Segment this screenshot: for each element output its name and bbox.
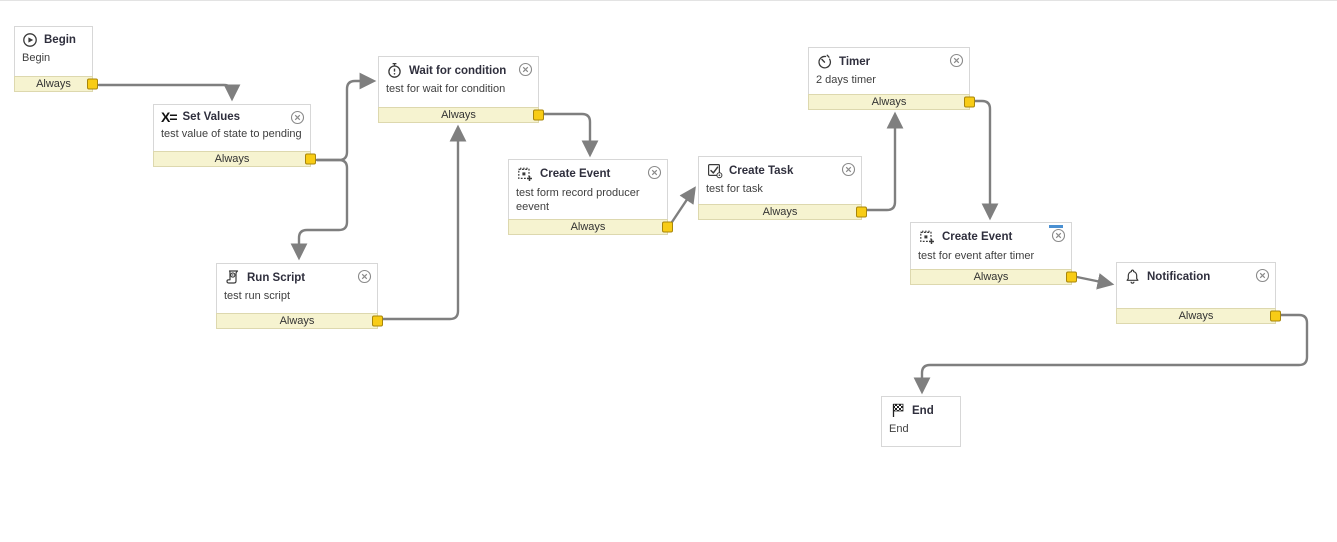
node-run-script[interactable]: Run Script test run script Always [216,263,383,329]
node-title: Begin [44,34,76,46]
transition-label: Always [279,315,315,327]
node-timer[interactable]: Timer 2 days timer Always [808,47,975,110]
node-create-task[interactable]: Create Task test for task Always [698,156,867,220]
delete-icon [949,53,964,68]
node-title: Timer [839,55,871,68]
delete-node-button[interactable] [290,110,305,125]
node-description: Begin [22,52,51,64]
connector-timer-to-create-event-2[interactable] [971,99,999,221]
calendar-plus-icon [516,165,534,183]
node-create-event-2[interactable]: Create Event test for event after timer … [910,222,1077,285]
transition-bar[interactable]: Always [1116,308,1281,324]
connector-begin-to-set-values[interactable] [97,83,241,102]
x-equals-icon: X= [161,109,177,125]
transition-bar[interactable]: Always [14,76,98,92]
delete-node-button[interactable] [1255,268,1270,283]
transition-output-port[interactable] [662,221,673,233]
transition-label: Always [36,78,71,90]
connector-create-event-2-to-notification[interactable] [1070,273,1115,290]
delete-icon [290,110,305,125]
node-notification[interactable]: Notification Always [1116,262,1281,324]
transition-output-port[interactable] [372,315,383,327]
node-title: Set Values [182,111,241,123]
transition-label: Always [762,206,798,218]
bell-icon [1124,268,1141,285]
transition-bar[interactable]: Always [153,151,316,167]
node-title: Notification [1147,270,1211,283]
node-description: test value of state to pending [161,128,302,140]
stopwatch-icon [386,62,403,79]
node-title: Create Event [540,168,611,180]
transition-bar[interactable]: Always [378,107,544,123]
calendar-plus-icon [918,228,936,246]
node-create-event-1[interactable]: Create Event test form record producer e… [508,159,673,235]
play-circle-icon [22,32,38,48]
transition-label: Always [871,96,907,108]
node-set-values[interactable]: X= Set Values test value of state to pen… [153,104,316,167]
node-description: End [889,423,909,435]
timer-clock-icon [816,53,833,70]
transition-output-port[interactable] [856,206,867,218]
selection-mark [1049,225,1063,228]
connector-notification-to-end[interactable] [913,313,1309,395]
transition-bar[interactable]: Always [910,269,1077,285]
connector-set-values-to-wait-for-condition[interactable] [315,72,377,162]
delete-node-button[interactable] [518,62,533,77]
delete-icon [1051,228,1066,243]
delete-icon [357,269,372,284]
transition-output-port[interactable] [87,78,98,90]
connector-set-values-to-run-script[interactable] [290,158,349,261]
connector-create-task-to-timer[interactable] [864,111,904,212]
delete-node-button[interactable] [841,162,856,177]
checkered-flag-icon [889,402,906,419]
transition-output-port[interactable] [533,109,544,121]
script-scroll-icon [224,269,241,286]
delete-icon [841,162,856,177]
connector-wait-for-condition-to-create-event-1[interactable] [541,112,599,158]
node-description [1117,287,1275,291]
node-title: Create Event [942,231,1013,243]
transition-label: Always [570,221,606,233]
transition-label: Always [973,271,1009,283]
node-title: Wait for condition [409,64,507,77]
node-title: Run Script [247,271,306,284]
transition-bar[interactable]: Always [216,313,383,329]
delete-icon [518,62,533,77]
connector-create-event-1-to-create-task[interactable] [670,186,696,224]
node-wait-for-condition[interactable]: Wait for condition test for wait for con… [378,56,544,123]
node-begin[interactable]: Begin Begin Always [14,26,98,92]
delete-icon [1255,268,1270,283]
delete-icon [647,165,662,180]
task-check-icon [706,162,723,179]
delete-node-button[interactable] [949,53,964,68]
node-title: End [912,404,934,417]
transition-output-port[interactable] [1270,310,1281,322]
connector-run-script-to-wait-for-condition[interactable] [377,124,467,321]
transition-output-port[interactable] [305,153,316,165]
node-end[interactable]: End End [881,396,961,447]
node-description: test run script [224,290,291,302]
node-description: test for task [706,183,763,195]
node-description: 2 days timer [816,74,876,86]
node-description: test for event after timer [918,250,1035,262]
transition-label: Always [441,109,476,121]
node-description: test form record producer eevent [516,187,640,213]
transition-label: Always [1178,310,1214,322]
delete-node-button[interactable] [1051,228,1066,243]
transition-output-port[interactable] [964,96,975,108]
node-title: Create Task [729,164,794,177]
node-description: test for wait for condition [386,83,506,95]
transition-output-port[interactable] [1066,271,1077,283]
delete-node-button[interactable] [647,165,662,180]
transition-bar[interactable]: Always [698,204,867,220]
delete-node-button[interactable] [357,269,372,284]
transition-bar[interactable]: Always [808,94,975,110]
transition-bar[interactable]: Always [508,219,673,235]
transition-label: Always [214,153,250,165]
